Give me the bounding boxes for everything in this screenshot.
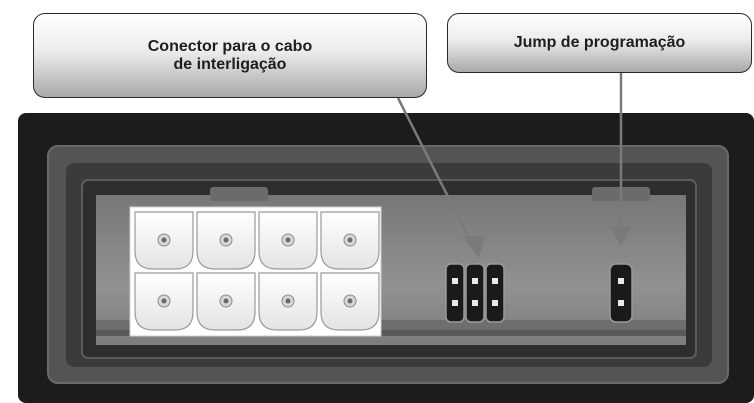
cavity-rail-shadow bbox=[96, 330, 686, 336]
arrow-connector bbox=[396, 97, 485, 258]
connector-cells bbox=[134, 211, 380, 331]
pin bbox=[492, 300, 498, 306]
callout-connector-line1: Conector para o cabo bbox=[147, 37, 313, 55]
callout-connector: Conector para o cabo de interligação bbox=[33, 13, 427, 98]
connector-cell bbox=[258, 272, 318, 331]
jump-body bbox=[609, 263, 633, 323]
callout-jump-label: Jump de programação bbox=[513, 34, 686, 51]
pin-column bbox=[465, 263, 485, 323]
connector-cell bbox=[258, 211, 318, 270]
cavity-notch-left bbox=[210, 187, 268, 201]
pin bbox=[452, 300, 458, 306]
connector-cell bbox=[196, 272, 256, 331]
pin-column bbox=[485, 263, 505, 323]
arrow-jump bbox=[610, 73, 632, 246]
connector-cell bbox=[134, 211, 194, 270]
connector-cell bbox=[320, 211, 380, 270]
pin bbox=[452, 278, 458, 284]
pin bbox=[492, 278, 498, 284]
callout-jump: Jump de programação bbox=[447, 13, 752, 73]
pin bbox=[618, 278, 624, 284]
pin bbox=[472, 278, 478, 284]
pin-header-triple bbox=[445, 263, 505, 323]
pin bbox=[472, 300, 478, 306]
connector-cell bbox=[196, 211, 256, 270]
pin bbox=[618, 300, 624, 306]
connector-cell bbox=[134, 272, 194, 331]
pin-column bbox=[445, 263, 465, 323]
cavity-rail bbox=[96, 320, 686, 330]
callout-connector-line2: de interligação bbox=[173, 55, 287, 73]
connector-cell bbox=[320, 272, 380, 331]
jump-header bbox=[609, 263, 633, 323]
